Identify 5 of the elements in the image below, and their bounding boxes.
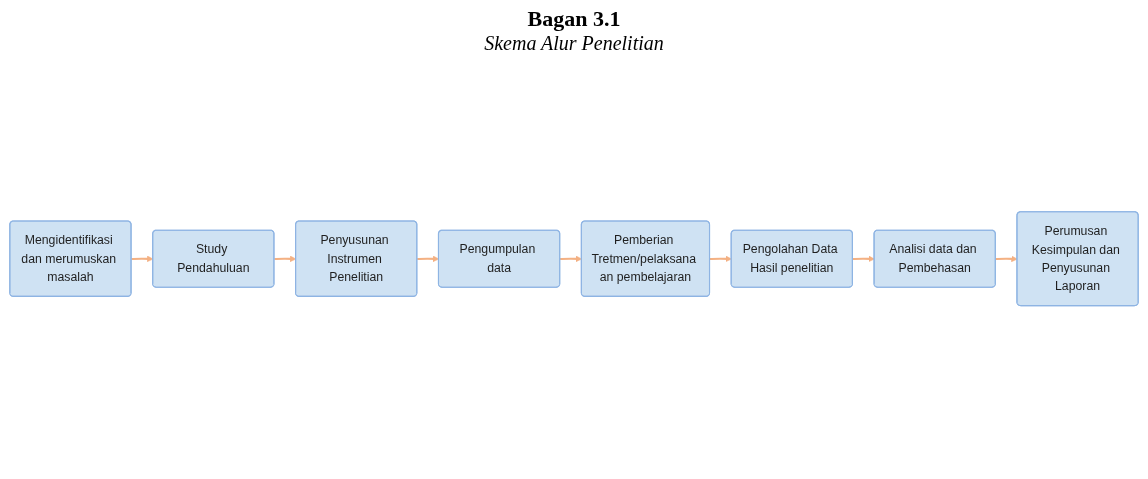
diagram-title: Bagan 3.1 — [526, 6, 622, 32]
arrow — [560, 256, 582, 263]
diagram-caption: Skema Alur Penelitian — [483, 32, 665, 55]
arrow — [852, 256, 875, 263]
arrow — [709, 256, 732, 263]
